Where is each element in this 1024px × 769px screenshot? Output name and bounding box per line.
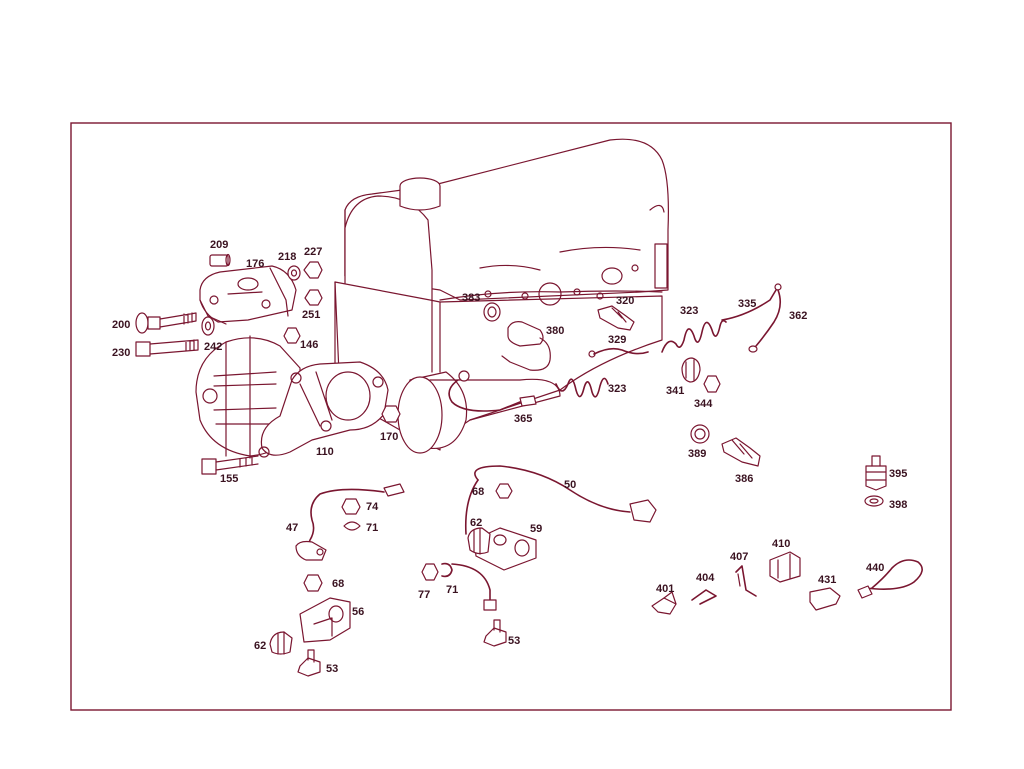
callout-344: 344 [694,398,713,410]
callout-398: 398 [889,499,907,511]
callout-170: 170 [380,431,398,443]
callout-77: 77 [418,589,430,601]
callout-227: 227 [304,246,322,258]
callout-218: 218 [278,251,296,263]
callout-320: 320 [616,295,634,307]
callout-323a: 323 [680,305,698,317]
callout-62b: 62 [254,640,266,652]
callout-389: 389 [688,448,706,460]
callout-71b: 71 [366,522,378,534]
callout-47: 47 [286,522,298,534]
callout-365: 365 [514,413,532,425]
callout-386: 386 [735,473,753,485]
callout-110: 110 [316,446,334,458]
callout-200: 200 [112,319,130,331]
callout-176: 176 [246,258,264,270]
callout-74: 74 [366,501,379,513]
callout-labels: 209 176 218 227 251 200 230 242 146 110 … [112,239,907,675]
callout-50: 50 [564,479,576,491]
callout-68a: 68 [472,486,484,498]
callout-53b: 53 [326,663,338,675]
callout-395: 395 [889,468,907,480]
callout-251: 251 [302,309,320,321]
callout-401: 401 [656,583,674,595]
small-hardware-left [135,253,401,475]
alternator-assembly [195,335,389,459]
callout-62a: 62 [470,517,482,529]
callout-407: 407 [730,551,748,563]
callout-431: 431 [818,574,836,586]
callout-335: 335 [738,298,756,310]
clips-group [651,551,923,615]
tensioner-bracket-176 [199,265,297,325]
callout-56: 56 [352,606,364,618]
callout-230: 230 [112,347,130,359]
sensors-group [448,283,887,507]
callout-329: 329 [608,334,626,346]
callout-404: 404 [696,572,715,584]
callout-242: 242 [204,341,222,353]
callout-341: 341 [666,385,684,397]
cable-50-assembly [421,465,657,647]
callout-68b: 68 [332,578,344,590]
callout-155: 155 [220,473,238,485]
callout-209: 209 [210,239,228,251]
callout-59: 59 [530,523,542,535]
engine-block [334,138,669,454]
callout-440: 440 [866,562,884,574]
diagram-frame [70,122,952,711]
sender-47-assembly [269,483,405,677]
callout-146: 146 [300,339,318,351]
callout-71a: 71 [446,584,458,596]
callout-323b: 323 [608,383,626,395]
callout-383: 383 [462,292,480,304]
callout-362: 362 [789,310,807,322]
callout-380: 380 [546,325,564,337]
callout-410: 410 [772,538,790,550]
callout-53a: 53 [508,635,520,647]
